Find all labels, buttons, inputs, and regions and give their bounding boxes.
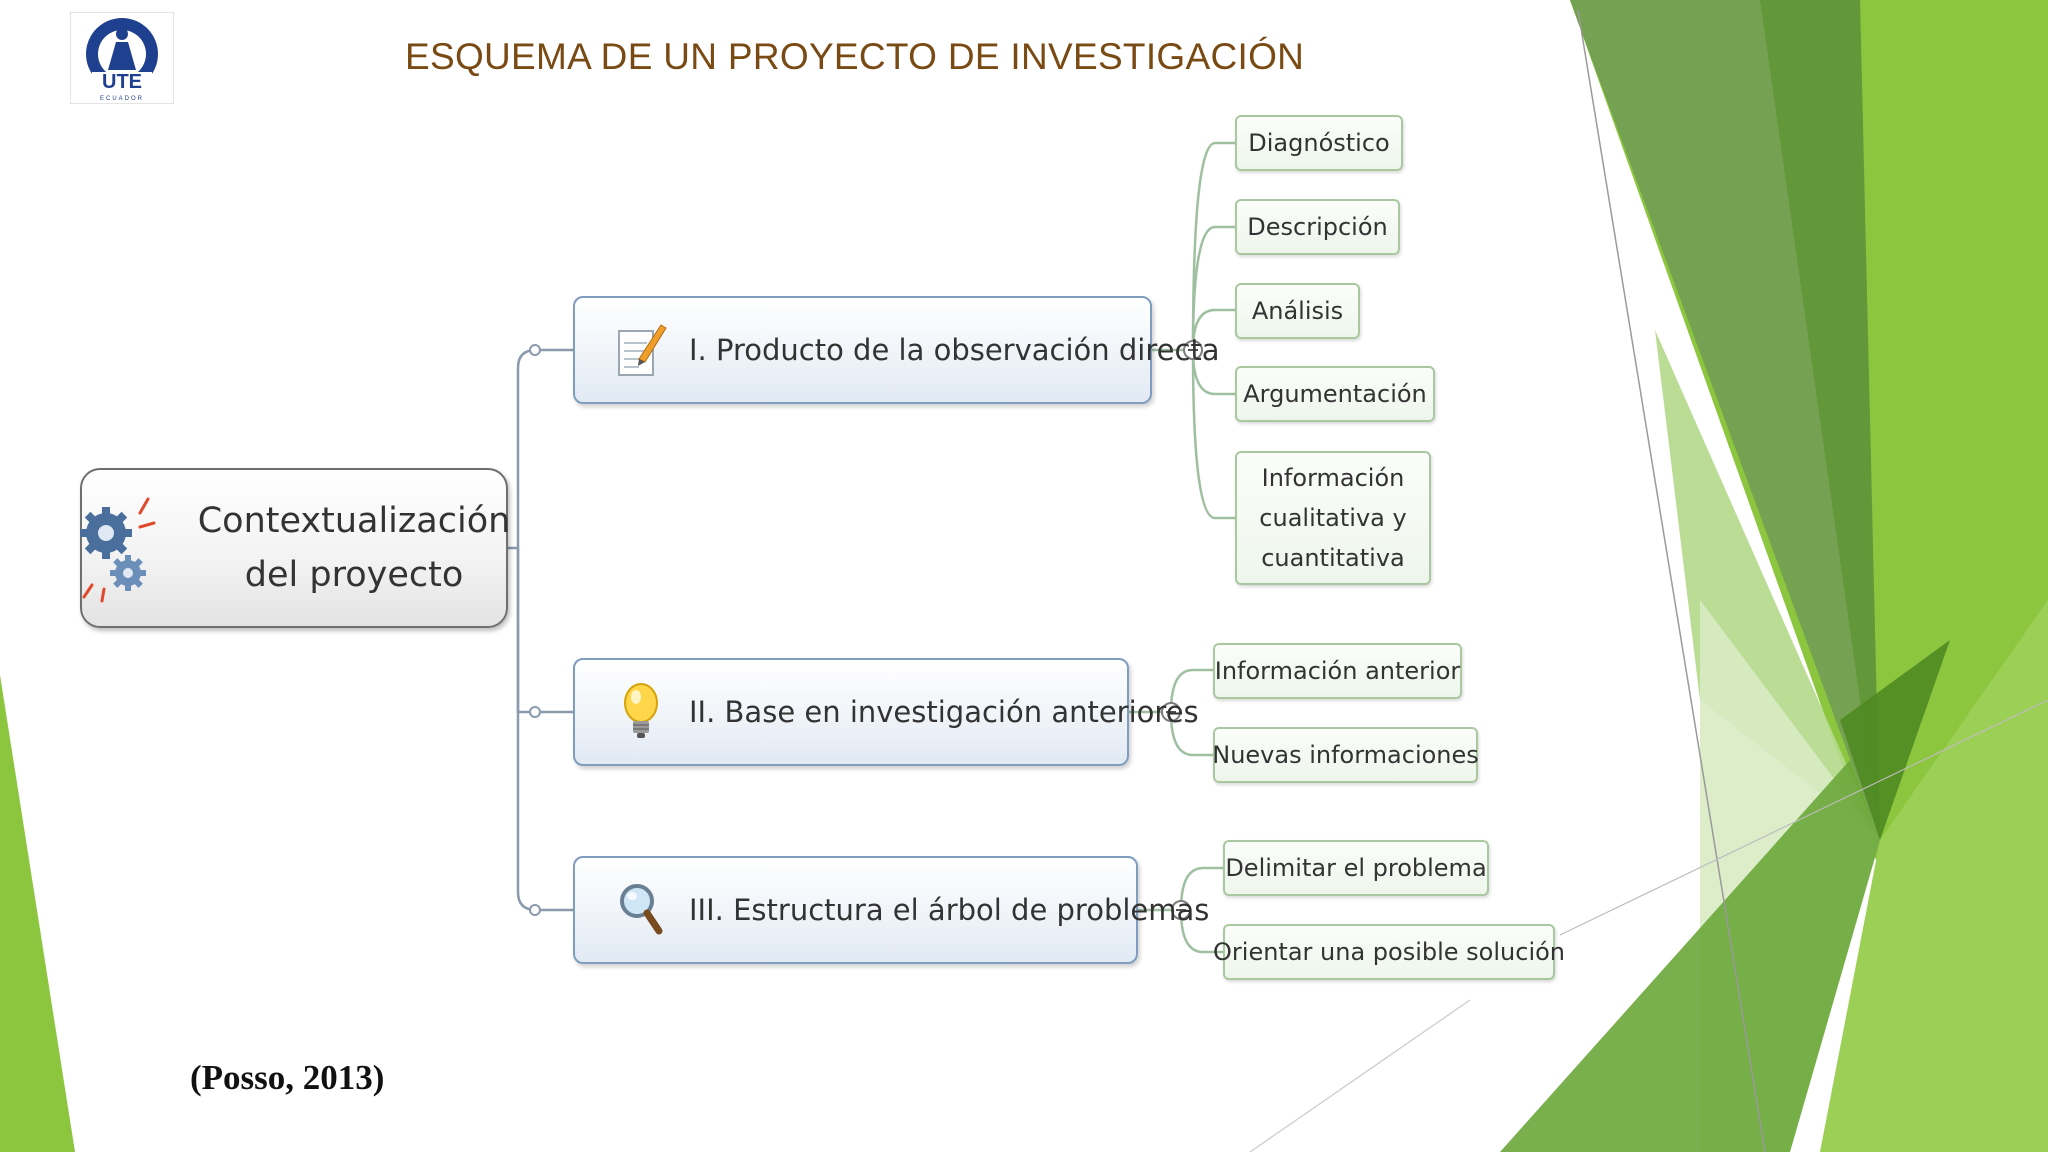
thin-diagonal-line-2	[1559, 699, 2048, 936]
branch-label-1: I. Producto de la observación directa	[689, 333, 1220, 367]
citation: (Posso, 2013)	[190, 1058, 385, 1097]
branch-node-2[interactable]: II. Base en investigación anteriores	[573, 658, 1199, 766]
root-label: Contextualización del proyecto	[198, 494, 511, 602]
logo-text: UTE	[102, 71, 142, 93]
branch-label-3: III. Estructura el árbol de problemas	[689, 893, 1210, 927]
thin-diagonal-line-3	[1249, 999, 1471, 1152]
root-label-line-1: Contextualización	[197, 501, 511, 541]
collapse-toggle-icon[interactable]	[1161, 340, 1203, 920]
right-accent-facet	[1840, 640, 1950, 840]
right-light-facet	[1655, 330, 1880, 840]
leaf-descripcion[interactable]: Descripción	[1235, 199, 1400, 255]
slide-title: ESQUEMA DE UN PROYECTO DE INVESTIGACIÓN	[405, 36, 1305, 77]
connector-root-branch-2	[516, 548, 573, 714]
leaf-orientar-solucion[interactable]: Orientar una posible solución	[1213, 924, 1565, 980]
magnifier-icon	[620, 884, 663, 935]
right-mid-facet	[1570, 0, 1880, 840]
lightbulb-icon	[624, 683, 658, 738]
branch-node-1[interactable]: I. Producto de la observación directa	[573, 296, 1220, 404]
notepad-pencil-icon	[618, 324, 667, 376]
logo-country: ECUADOR	[100, 96, 144, 102]
connector-b1-leaf-5	[1191, 349, 1235, 520]
thin-diagonal-line	[1577, 9, 1766, 1152]
gears-icon	[79, 497, 156, 603]
leaf-delimitar-problema[interactable]: Delimitar el problema	[1223, 840, 1489, 896]
bottom-green-facet	[1500, 760, 1880, 1152]
leaf-informacion-cualitativa[interactable]: Información cualitativa y cuantitativa	[1235, 451, 1431, 585]
branch-node-3[interactable]: III. Estructura el árbol de problemas	[573, 856, 1209, 964]
right-bright-facet	[1820, 600, 2048, 1152]
leaf-diagnostico[interactable]: Diagnóstico	[1235, 115, 1403, 171]
connector-b1-leaf-2	[1191, 225, 1235, 351]
left-green-triangle	[0, 675, 75, 1152]
leaf-nuevas-informaciones[interactable]: Nuevas informaciones	[1212, 727, 1479, 783]
ute-logo: UTE ECUADOR	[70, 12, 174, 104]
connector-root-branch-1	[508, 348, 573, 550]
root-label-line-2: del proyecto	[244, 555, 464, 595]
connector-root-branch-3	[516, 548, 573, 912]
leaf-analisis[interactable]: Análisis	[1235, 283, 1360, 339]
root-node[interactable]: Contextualización del proyecto	[79, 468, 511, 628]
branch-label-2: II. Base en investigación anteriores	[689, 695, 1199, 729]
leaf-informacion-anterior[interactable]: Información anterior	[1213, 643, 1462, 699]
leaf-argumentacion[interactable]: Argumentación	[1235, 366, 1435, 422]
